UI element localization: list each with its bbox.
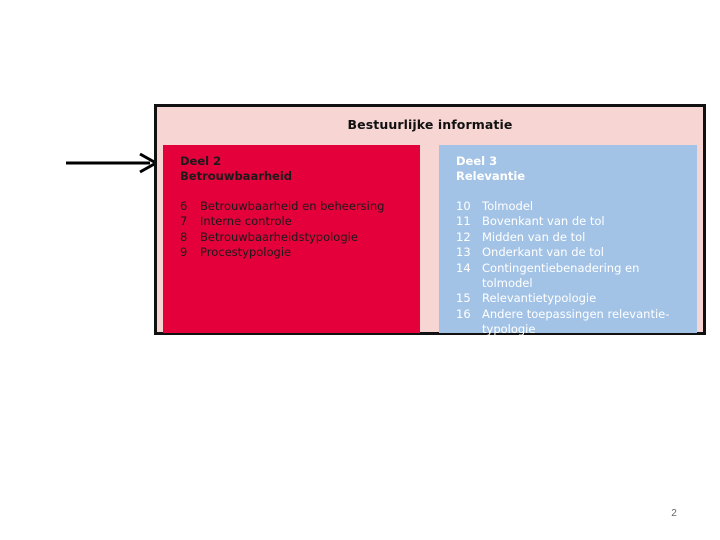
chapter-number: 10 xyxy=(456,199,471,213)
part-3-chapter-list: 10 Tolmodel 11 Bovenkant van de tol 12 M… xyxy=(456,199,697,338)
right-arrow-icon xyxy=(66,152,160,174)
chapter-title: Relevantietypologie xyxy=(482,291,597,306)
part-3-heading: Deel 3 Relevantie xyxy=(456,154,697,184)
chapter-title: Betrouwbaarheid en beheersing xyxy=(200,199,385,213)
part-3-title: Relevantie xyxy=(456,169,526,183)
part-2-heading: Deel 2 Betrouwbaarheid xyxy=(180,154,420,184)
page-number: 2 xyxy=(671,508,677,519)
chapter-title: Contingentiebenadering en tolmodel xyxy=(482,260,640,291)
chapter-number: 13 xyxy=(456,245,471,260)
part-3-label: Deel 3 xyxy=(456,154,498,168)
part-2-label: Deel 2 xyxy=(180,154,222,168)
chapter-item: 9 Procestypologie xyxy=(180,245,420,260)
chapter-title: Bovenkant van de tol xyxy=(482,214,605,229)
chapter-item: 16 Andere toepassingen relevantie-typolo… xyxy=(456,307,697,338)
chapter-item: 6 Betrouwbaarheid en beheersing xyxy=(180,199,420,214)
chapter-number: 12 xyxy=(456,229,471,244)
part-3-panel: Deel 3 Relevantie 10 Tolmodel 11 Bovenka… xyxy=(439,145,697,336)
part-2-chapter-list: 6 Betrouwbaarheid en beheersing 7 Intern… xyxy=(180,199,420,261)
chapter-title: Tolmodel xyxy=(482,199,534,213)
chapter-number: 6 xyxy=(180,199,188,213)
chapter-number: 11 xyxy=(456,214,471,229)
figure-title: Bestuurlijke informatie xyxy=(347,117,513,132)
chapter-item: 15 Relevantietypologie xyxy=(456,291,697,306)
part-2-panel: Deel 2 Betrouwbaarheid 6 Betrouwbaarheid… xyxy=(163,145,420,333)
chapter-number: 16 xyxy=(456,306,471,321)
chapter-item: 8 Betrouwbaarheidstypologie xyxy=(180,230,420,245)
chapter-number: 9 xyxy=(180,245,188,260)
chapter-item: 12 Midden van de tol xyxy=(456,230,697,245)
chapter-number: 8 xyxy=(180,229,188,244)
book-structure-figure: Bestuurlijke informatie Deel 2 Betrouwba… xyxy=(154,104,706,336)
chapter-title: Andere toepassingen relevantie-typologie xyxy=(482,306,670,337)
chapter-title: Onderkant van de tol xyxy=(482,245,604,260)
chapter-title: Betrouwbaarheidstypologie xyxy=(200,229,358,244)
chapter-title: Interne controle xyxy=(200,214,292,229)
chapter-title: Procestypologie xyxy=(200,245,292,260)
chapter-item: 11 Bovenkant van de tol xyxy=(456,214,697,229)
chapter-title: Midden van de tol xyxy=(482,229,586,244)
chapter-item: 10 Tolmodel xyxy=(456,199,697,214)
chapter-item: 7 Interne controle xyxy=(180,214,420,229)
chapter-item: 13 Onderkant van de tol xyxy=(456,245,697,260)
chapter-number: 15 xyxy=(456,291,471,306)
chapter-item: 14 Contingentiebenadering en tolmodel xyxy=(456,261,697,292)
chapter-number: 7 xyxy=(180,214,188,229)
part-2-title: Betrouwbaarheid xyxy=(180,169,293,183)
chapter-number: 14 xyxy=(456,260,471,275)
